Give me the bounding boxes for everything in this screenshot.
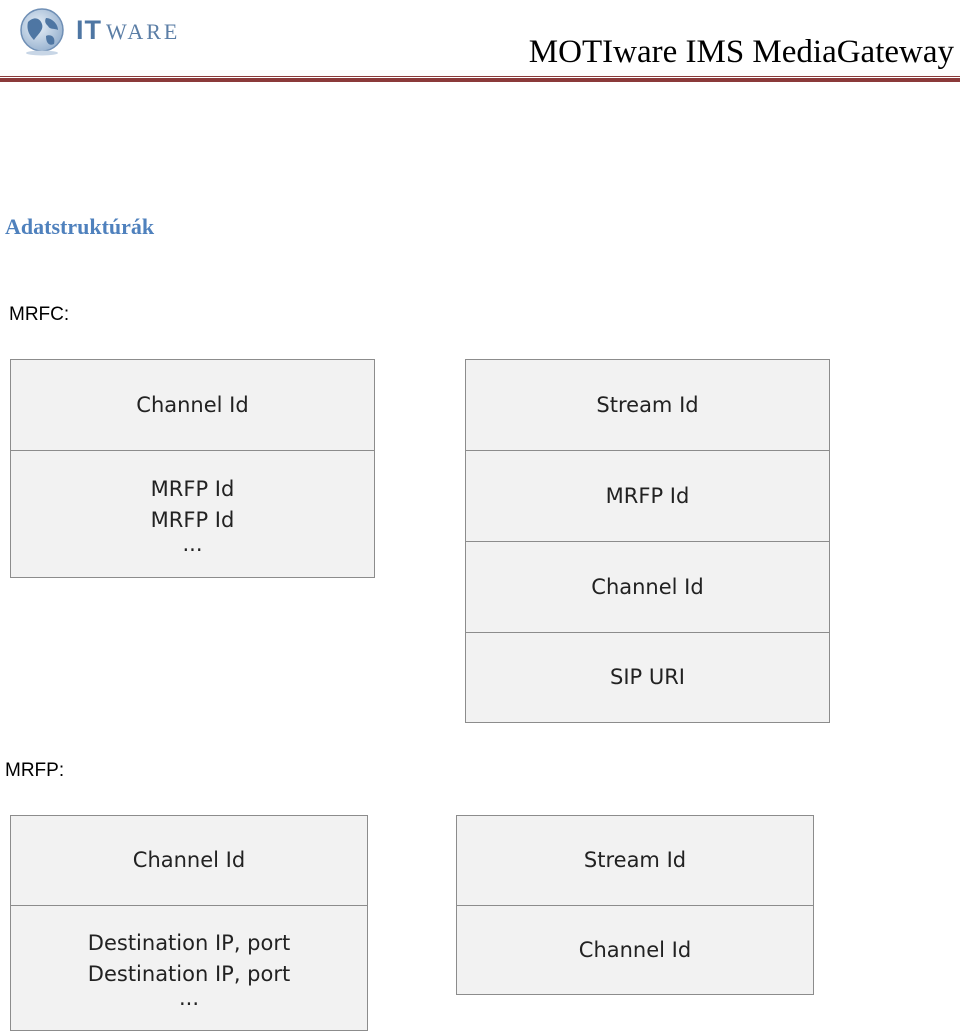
mrfc-stream-table: Stream Id MRFP Id Channel Id SIP URI bbox=[465, 359, 830, 723]
mrfp-channel-table: Channel Id Destination IP, port Destinat… bbox=[10, 815, 368, 1031]
cell-text: Stream Id bbox=[583, 848, 687, 872]
mrfc-channel-table: Channel Id MRFP Id MRFP Id ... bbox=[10, 359, 375, 578]
document-title: MOTIware IMS MediaGateway bbox=[528, 34, 954, 70]
list-item: Destination IP, port bbox=[87, 962, 291, 986]
table-header-cell: Channel Id bbox=[11, 816, 367, 905]
table-list-cell: Destination IP, port Destination IP, por… bbox=[11, 905, 367, 1030]
cell-text: SIP URI bbox=[609, 664, 686, 689]
table-row: MRFP Id bbox=[466, 450, 829, 541]
list-item: MRFP Id bbox=[150, 508, 235, 532]
list-ellipsis: ... bbox=[178, 986, 200, 1010]
table-row: Channel Id bbox=[466, 541, 829, 632]
header-divider-thin bbox=[0, 76, 960, 77]
logo-it-text: IT bbox=[76, 15, 102, 45]
table-row: Stream Id bbox=[457, 816, 813, 905]
table-row: Stream Id bbox=[466, 360, 829, 450]
cell-text: MRFP Id bbox=[605, 483, 690, 508]
globe-icon bbox=[20, 8, 64, 56]
list-ellipsis: ... bbox=[182, 532, 203, 556]
header-divider-thick bbox=[0, 78, 960, 82]
header-divider bbox=[0, 76, 960, 82]
table-row: Channel Id bbox=[457, 905, 813, 994]
list-item: Destination IP, port bbox=[87, 931, 291, 955]
cell-text: Channel Id bbox=[591, 574, 704, 599]
mrfc-label: MRFC: bbox=[9, 304, 70, 325]
section-heading: Adatstruktúrák bbox=[5, 214, 155, 239]
table-header-cell: Channel Id bbox=[11, 360, 374, 450]
cell-text: Channel Id bbox=[578, 937, 692, 962]
cell-text: Channel Id bbox=[136, 392, 249, 417]
cell-text: Stream Id bbox=[596, 392, 699, 417]
table-row: SIP URI bbox=[466, 632, 829, 721]
table-list-cell: MRFP Id MRFP Id ... bbox=[11, 450, 374, 577]
mrfp-label: MRFP: bbox=[5, 760, 65, 781]
logo-ware-text: WARE bbox=[106, 19, 181, 44]
cell-text: Channel Id bbox=[132, 848, 246, 872]
mrfp-stream-table: Stream Id Channel Id bbox=[456, 815, 814, 995]
list-item: MRFP Id bbox=[150, 477, 235, 501]
